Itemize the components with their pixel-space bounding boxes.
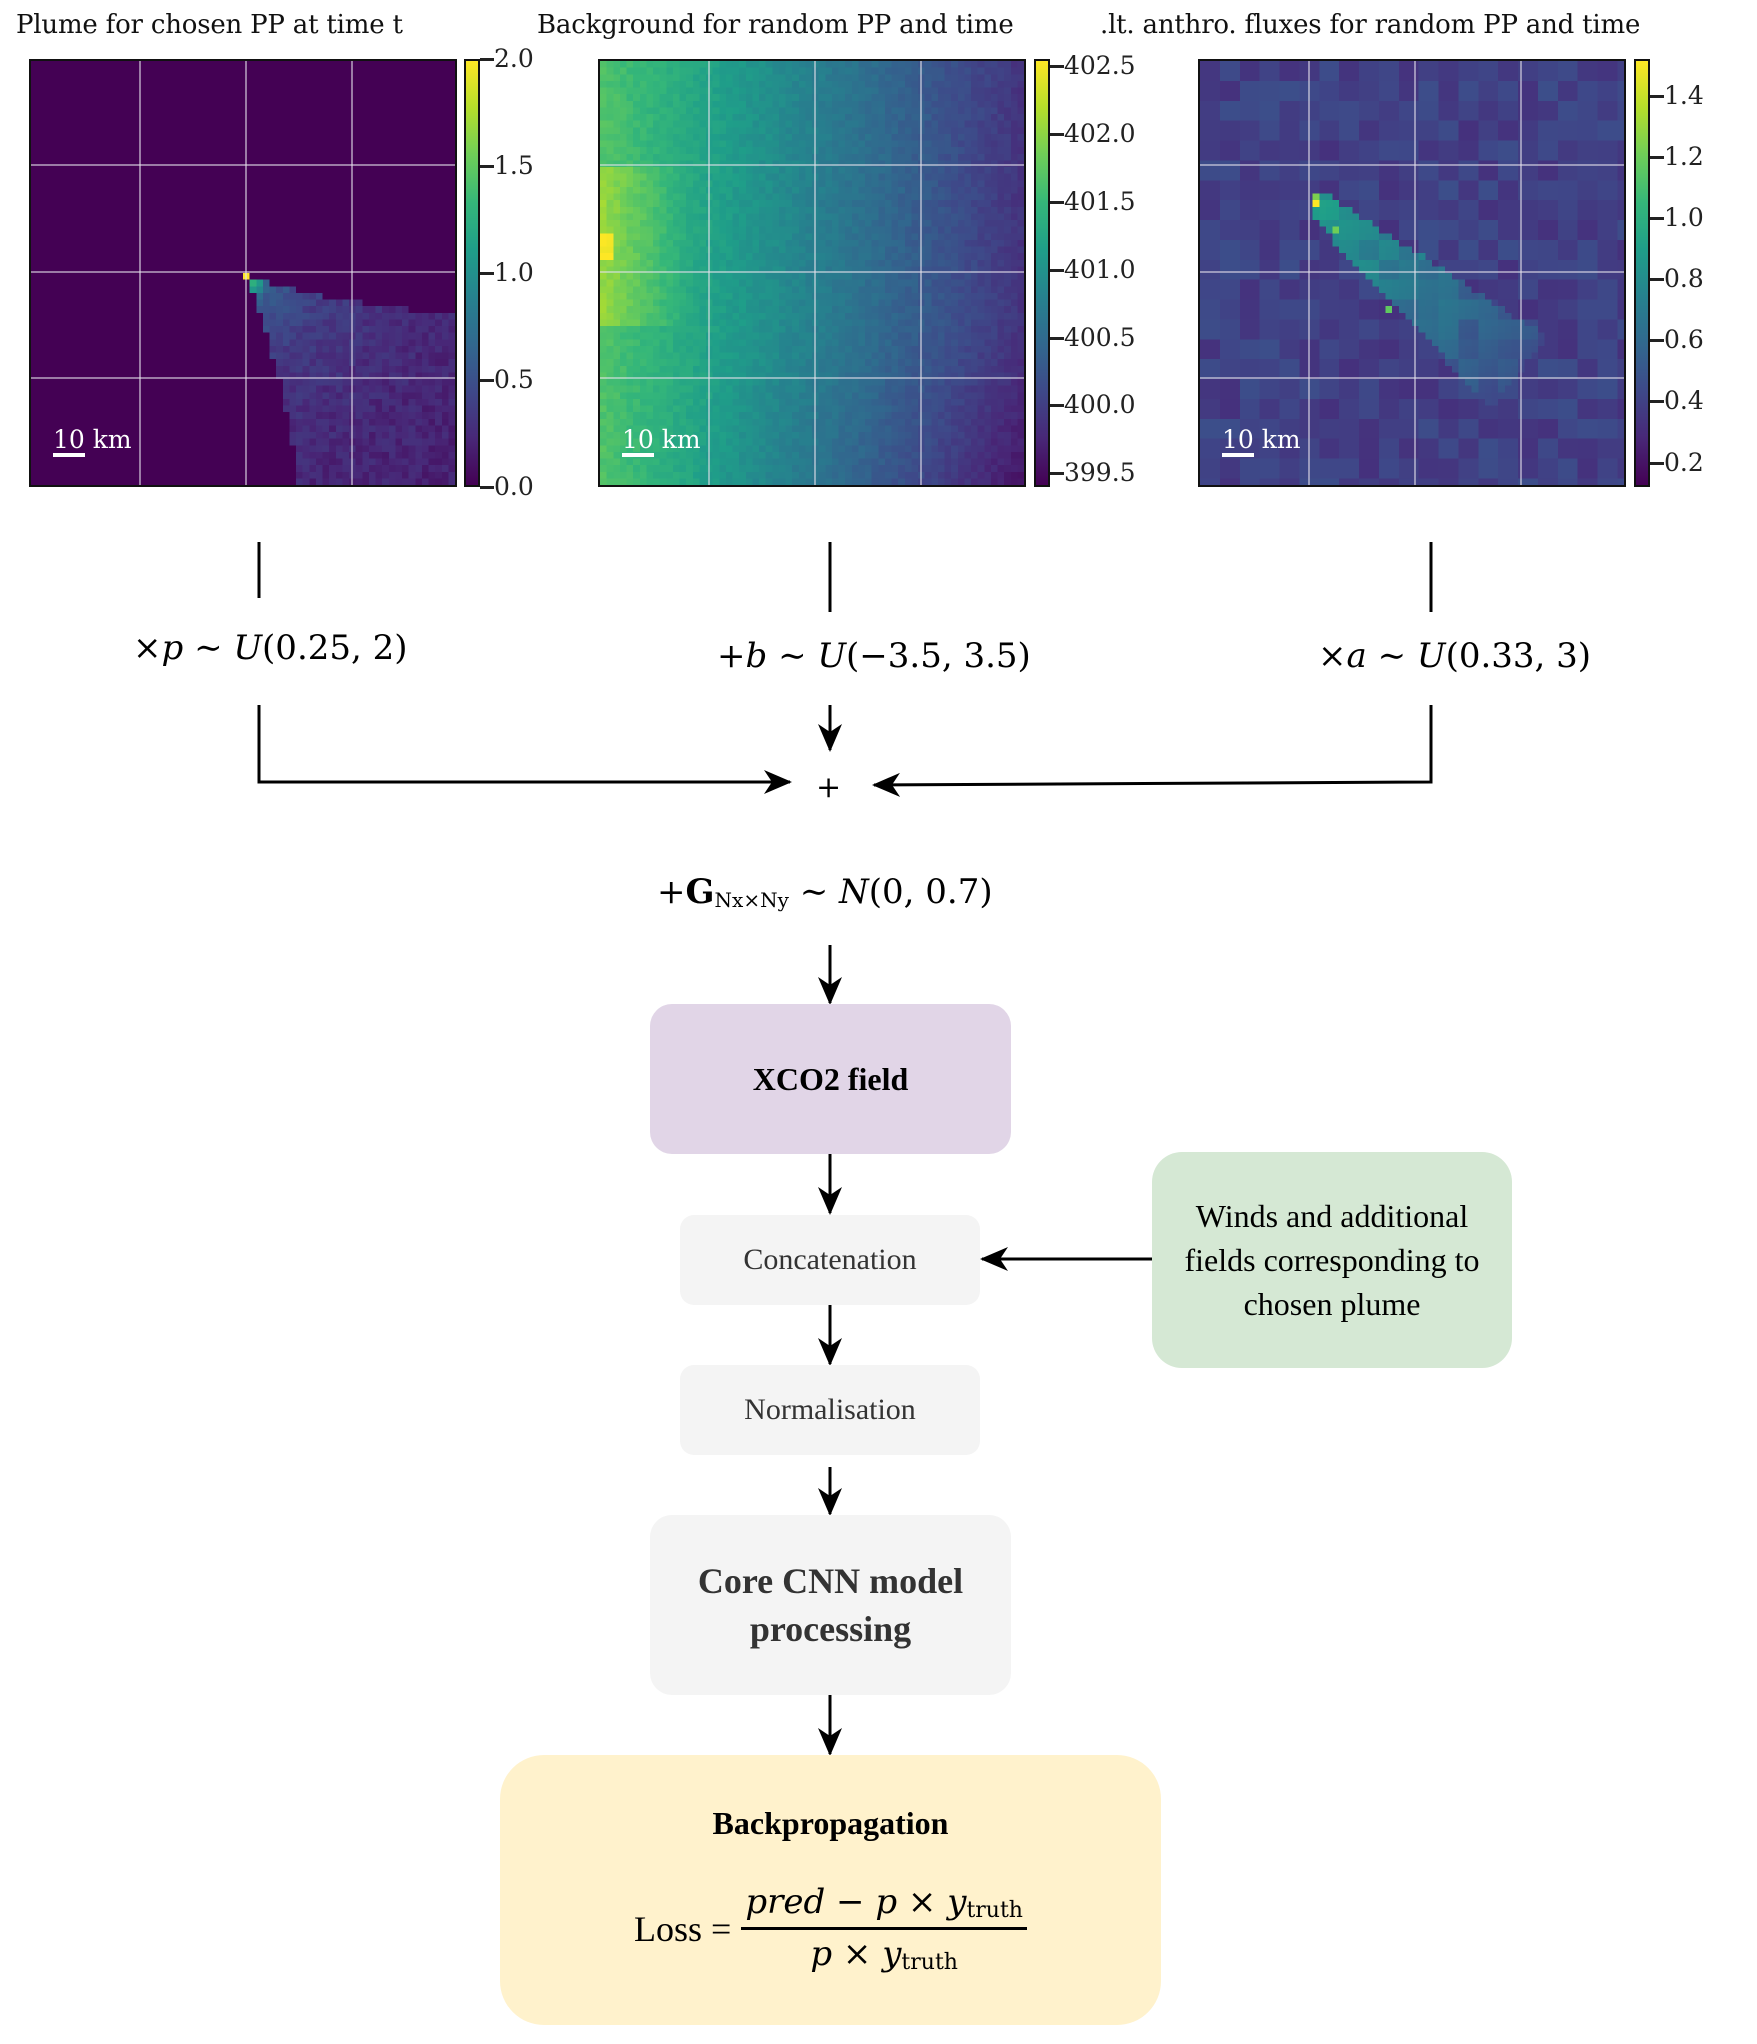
colorbar-tick-label: 0.5	[494, 365, 534, 394]
plume-scale-formula: ×p ∼ U(0.25, 2)	[133, 628, 408, 668]
colorbar-tick	[1050, 132, 1064, 136]
colorbar-tick	[1650, 278, 1664, 282]
colorbar-tick	[1650, 461, 1664, 465]
backprop-title: Backpropagation	[712, 1805, 949, 1841]
scale-bar: 10 km	[622, 425, 701, 457]
colorbar-tick	[480, 165, 494, 168]
scale-bar: 10 km	[1222, 425, 1301, 457]
colorbar-tick	[1050, 472, 1064, 476]
loss-numerator: pred − p × ytruth	[741, 1882, 1027, 1930]
colorbar-tick	[1050, 336, 1064, 340]
panel-title: Plume for chosen PP at time t	[16, 10, 403, 40]
panel-title: .lt. anthro. fluxes for random PP and ti…	[1100, 10, 1641, 40]
colorbar-tick-label: 1.4	[1664, 80, 1704, 110]
colorbar-tick-label: 0.2	[1664, 447, 1704, 477]
concatenation-label: Concatenation	[743, 1243, 917, 1276]
cnn-label: Core CNN model processing	[697, 1561, 964, 1649]
colorbar-tick	[1650, 339, 1664, 343]
cnn-model-box: Core CNN model processing	[650, 1515, 1011, 1695]
colorbar-tick	[1050, 268, 1064, 272]
colorbar-tick-label: 1.5	[494, 151, 534, 180]
winds-fields-box: Winds and additional fields correspondin…	[1152, 1152, 1512, 1368]
colorbar-tick	[1650, 216, 1664, 220]
colorbar-tick-label: 0.6	[1664, 325, 1704, 355]
colorbar-tick	[1050, 200, 1064, 204]
colorbar-tick-label: 0.4	[1664, 386, 1704, 416]
colorbar	[1034, 59, 1050, 487]
colorbar-tick-label: 400.0	[1064, 390, 1136, 420]
plume-map: 10 km	[29, 59, 457, 487]
xco2-label: XCO2 field	[752, 1060, 909, 1097]
colorbar-tick-label: 1.2	[1664, 141, 1704, 171]
colorbar-tick-label: 402.0	[1064, 118, 1136, 148]
plume-heatmap	[31, 61, 455, 485]
loss-label: Loss =	[634, 1908, 732, 1949]
colorbar-tick-label: 2.0	[494, 44, 534, 73]
colorbar	[464, 59, 480, 487]
background-heatmap	[600, 61, 1024, 485]
colorbar-tick	[1650, 400, 1664, 404]
normalisation-box: Normalisation	[680, 1365, 980, 1455]
colorbar-tick-label: 401.5	[1064, 186, 1136, 216]
sum-symbol: +	[816, 770, 842, 805]
colorbar-tick-label: 1.0	[494, 258, 534, 287]
colorbar-tick	[1650, 94, 1664, 98]
colorbar-tick	[480, 486, 494, 489]
colorbar-tick	[480, 58, 494, 61]
plume-to-sum-arrow	[257, 705, 792, 794]
colorbar-tick	[480, 272, 494, 275]
normalisation-label: Normalisation	[744, 1393, 916, 1426]
colorbar-tick	[1050, 64, 1064, 68]
anthro-map: 10 km	[1198, 59, 1626, 487]
colorbar-tick-label: 399.5	[1064, 458, 1136, 488]
anthro-heatmap	[1200, 61, 1624, 485]
backpropagation-box: Backpropagation Loss = pred − p × ytruth…	[500, 1755, 1161, 2025]
colorbar-tick	[1650, 155, 1664, 159]
colorbar-tick-label: 402.5	[1064, 50, 1136, 80]
colorbar-tick	[1050, 404, 1064, 408]
background-offset-formula: +b ∼ U(−3.5, 3.5)	[717, 636, 1031, 676]
noise-formula: +GNx×Ny ∼ N(0, 0.7)	[657, 872, 993, 912]
loss-denominator: p × ytruth	[810, 1934, 958, 1975]
colorbar-tick-label: 401.0	[1064, 254, 1136, 284]
colorbar	[1634, 59, 1650, 487]
anthro-to-sum-arrow	[872, 705, 1433, 797]
scale-bar: 10 km	[53, 425, 132, 457]
panel-title: Background for random PP and time	[537, 10, 1014, 40]
colorbar-tick-label: 0.0	[494, 472, 534, 501]
winds-label: Winds and additional fields correspondin…	[1184, 1198, 1480, 1322]
xco2-field-box: XCO2 field	[650, 1004, 1011, 1154]
background-map: 10 km	[598, 59, 1026, 487]
loss-fraction: pred − p × ytruth p × ytruth	[741, 1882, 1027, 1975]
colorbar-tick-label: 0.8	[1664, 264, 1704, 294]
loss-formula: Loss = pred − p × ytruth p × ytruth	[634, 1882, 1027, 1975]
colorbar-tick	[480, 379, 494, 382]
concatenation-box: Concatenation	[680, 1215, 980, 1305]
colorbar-tick-label: 400.5	[1064, 322, 1136, 352]
colorbar-tick-label: 1.0	[1664, 202, 1704, 232]
anthro-scale-formula: ×a ∼ U(0.33, 3)	[1318, 636, 1592, 676]
